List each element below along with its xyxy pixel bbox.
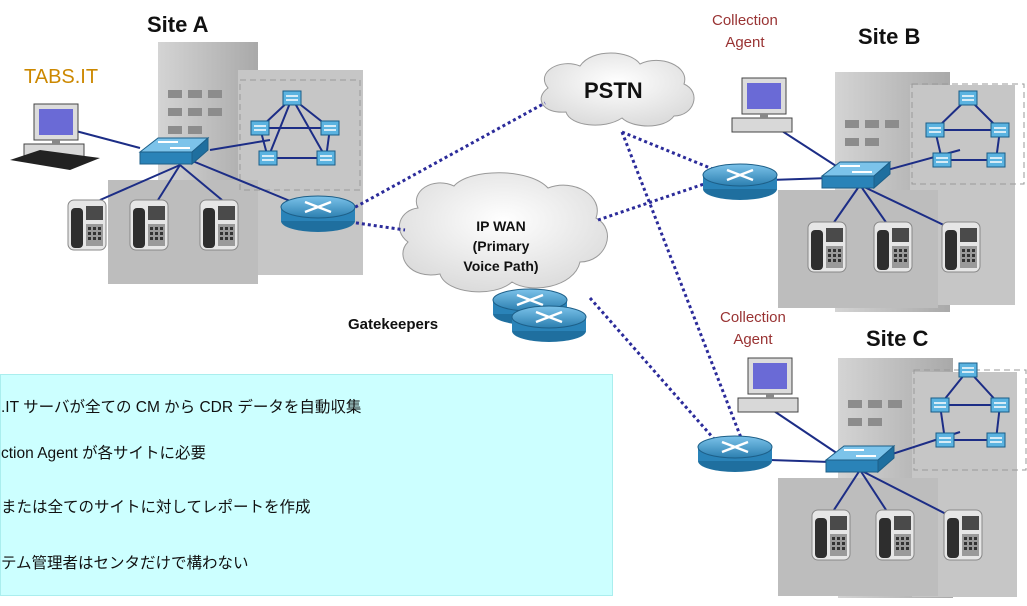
ip-phone-icon xyxy=(873,221,913,273)
ip-phone-icon xyxy=(941,221,981,273)
ipwan-label: IP WAN (Primary Voice Path) xyxy=(436,216,566,276)
collection-agent-c-label: Collection Agent xyxy=(720,307,786,351)
collection-agent-line: Agent xyxy=(733,331,773,348)
computer-icon xyxy=(737,357,799,413)
ip-phone-icon xyxy=(199,199,239,251)
collection-agent-line: Agent xyxy=(725,34,765,51)
switch-icon xyxy=(935,432,955,448)
ipwan-line: IP WAN xyxy=(476,218,526,234)
switch-icon xyxy=(925,122,945,138)
switch-icon xyxy=(958,90,978,106)
tabs-label: TABS.IT xyxy=(24,66,99,88)
collection-agent-line: Collection xyxy=(712,12,778,29)
computer-icon xyxy=(731,77,793,133)
cloud-icon xyxy=(398,172,608,293)
switch-icon xyxy=(986,432,1006,448)
ip-phone-icon xyxy=(807,221,847,273)
ipwan-line: (Primary xyxy=(472,238,530,254)
collection-agent-b-label: Collection Agent xyxy=(712,10,778,54)
note-line: テム管理者はセンタだけで構わない xyxy=(1,555,249,572)
building-icon xyxy=(778,72,1025,312)
computer-icon xyxy=(23,103,85,159)
note-line: ction Agent が各サイトに必要 xyxy=(1,445,207,462)
router-icon xyxy=(510,304,588,344)
router-icon xyxy=(279,194,357,234)
router-icon xyxy=(696,434,774,474)
site-b-title: Site B xyxy=(858,24,921,49)
switch-icon xyxy=(990,397,1010,413)
switch-icon xyxy=(250,120,270,136)
keyboard-icon xyxy=(10,150,100,170)
notes-box: .IT サーバが全ての CM から CDR データを自動収集 ction Age… xyxy=(0,374,613,596)
pstn-label: PSTN xyxy=(584,78,643,103)
note-line: .IT サーバが全ての CM から CDR データを自動収集 xyxy=(1,399,362,416)
wan-links xyxy=(349,101,747,449)
switch-icon xyxy=(282,90,302,106)
switch-icon xyxy=(258,150,278,166)
ip-phone-icon xyxy=(129,199,169,251)
switch-icon xyxy=(986,152,1006,168)
switch-icon xyxy=(958,362,978,378)
gatekeepers-label: Gatekeepers xyxy=(348,316,439,333)
collection-agent-line: Collection xyxy=(720,309,786,326)
site-a-title: Site A xyxy=(147,12,209,37)
ip-phone-icon xyxy=(875,509,915,561)
router-icon xyxy=(701,162,779,202)
switch-icon xyxy=(930,397,950,413)
switch-icon xyxy=(320,120,340,136)
ip-phone-icon xyxy=(943,509,983,561)
note-line: または全てのサイトに対してレポートを作成 xyxy=(1,499,311,516)
ip-phone-icon xyxy=(67,199,107,251)
switch-icon xyxy=(990,122,1010,138)
switch-icon xyxy=(932,152,952,168)
cloud-icon xyxy=(540,52,695,127)
ipwan-line: Voice Path) xyxy=(463,258,539,274)
switch-icon xyxy=(316,150,336,166)
ip-phone-icon xyxy=(811,509,851,561)
site-c-title: Site C xyxy=(866,326,929,351)
